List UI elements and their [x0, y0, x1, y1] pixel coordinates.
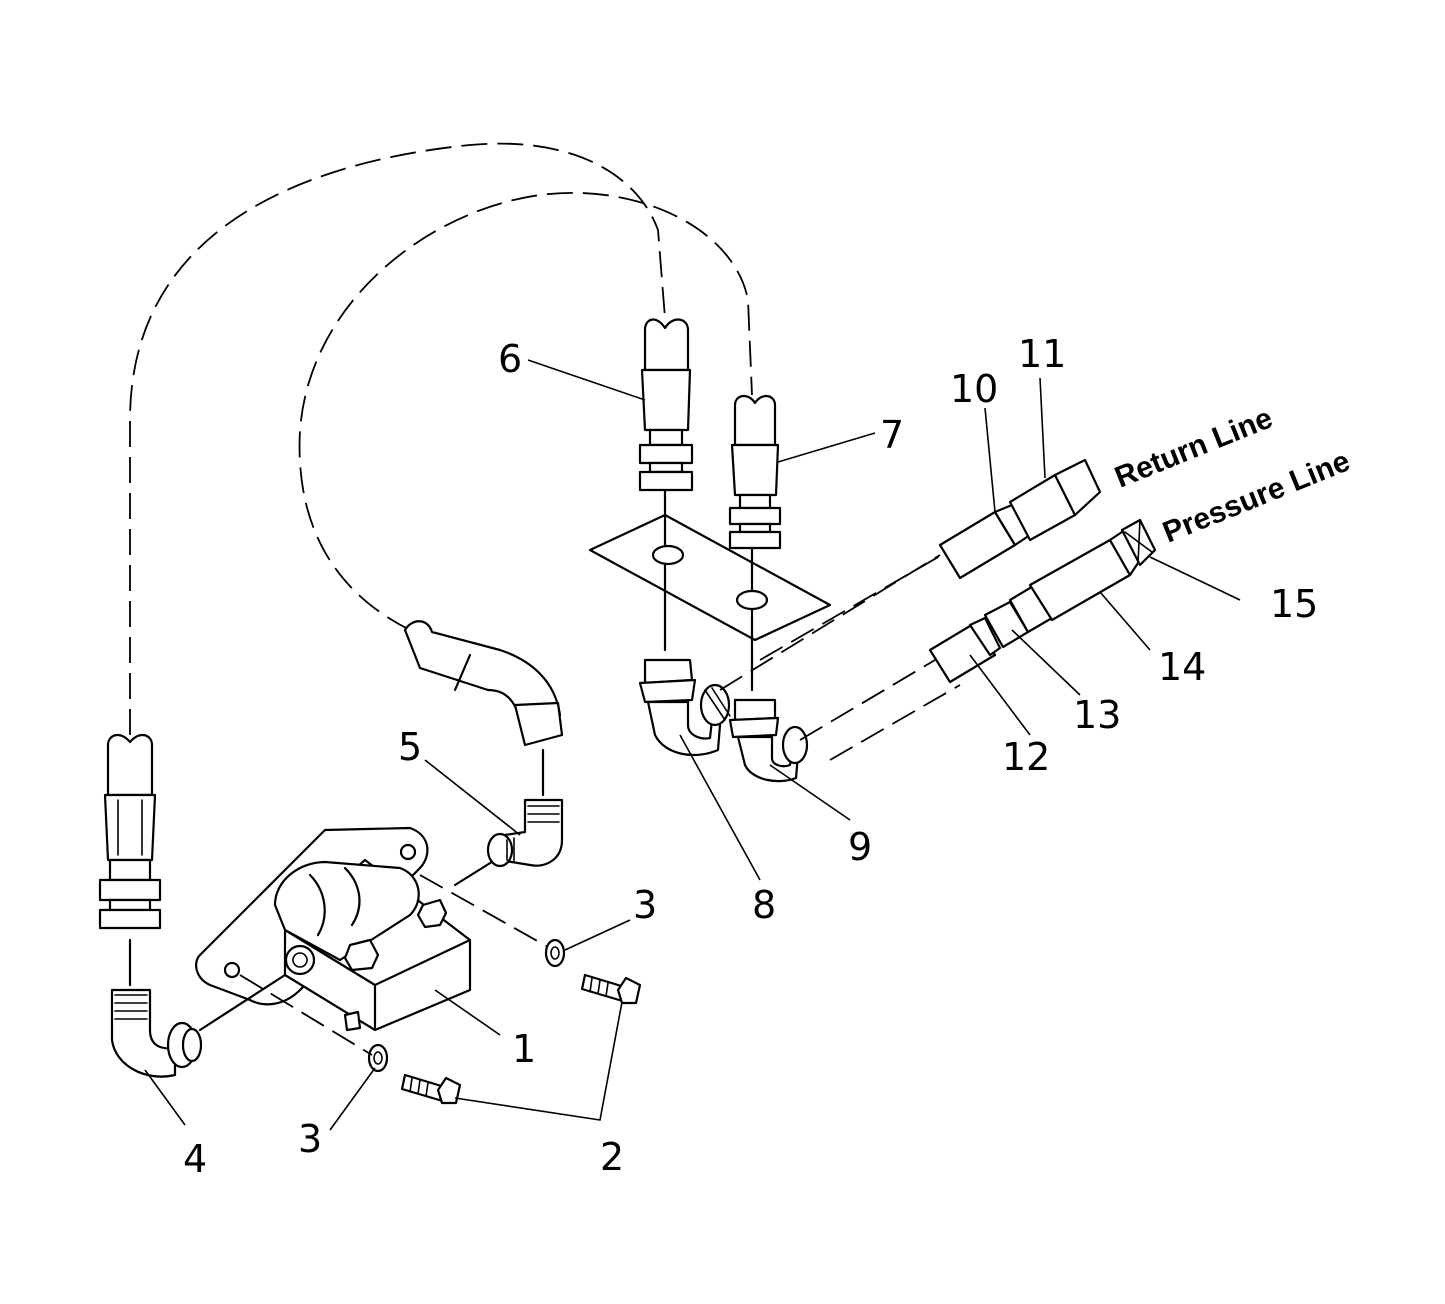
callout-8: 8 [752, 883, 776, 927]
leader-lines [144, 359, 1241, 1131]
elbow-fitting-4 [110, 938, 203, 1078]
center-lines [198, 858, 549, 1056]
callout-11: 11 [1018, 332, 1066, 376]
line-labels: Return Line Pressure Line [1110, 401, 1354, 549]
callout-3-upper: 3 [633, 883, 657, 927]
bolts [400, 973, 642, 1105]
callout-13: 13 [1073, 693, 1121, 737]
hose-routing [129, 142, 753, 735]
elbow-fitting-5 [486, 748, 564, 868]
return-line-hose [719, 458, 1102, 691]
elbow-fitting-9 [728, 698, 809, 783]
callout-6: 6 [498, 337, 522, 381]
pump-assembly [195, 826, 472, 1032]
callout-12: 12 [1002, 735, 1050, 779]
callout-14: 14 [1158, 645, 1206, 689]
callout-5: 5 [398, 725, 422, 769]
callout-9: 9 [848, 825, 872, 869]
callout-2: 2 [600, 1135, 624, 1179]
washers [367, 938, 566, 1073]
callout-7: 7 [880, 413, 904, 457]
callout-1: 1 [512, 1027, 536, 1071]
callout-4: 4 [183, 1137, 207, 1181]
hose-end-left [98, 733, 162, 930]
hose-end-6 [638, 318, 694, 492]
hose-end-7 [728, 395, 782, 550]
callout-15: 15 [1270, 582, 1318, 626]
hose-end-curved [403, 620, 564, 747]
callout-3-lower: 3 [298, 1117, 322, 1161]
callout-numbers: 1 2 3 3 4 5 6 7 8 9 10 11 12 13 14 15 [183, 332, 1318, 1181]
elbow-fitting-8 [638, 658, 731, 757]
pressure-line-hose [799, 518, 1157, 761]
bulkhead-plate [588, 488, 832, 692]
callout-10: 10 [950, 367, 998, 411]
